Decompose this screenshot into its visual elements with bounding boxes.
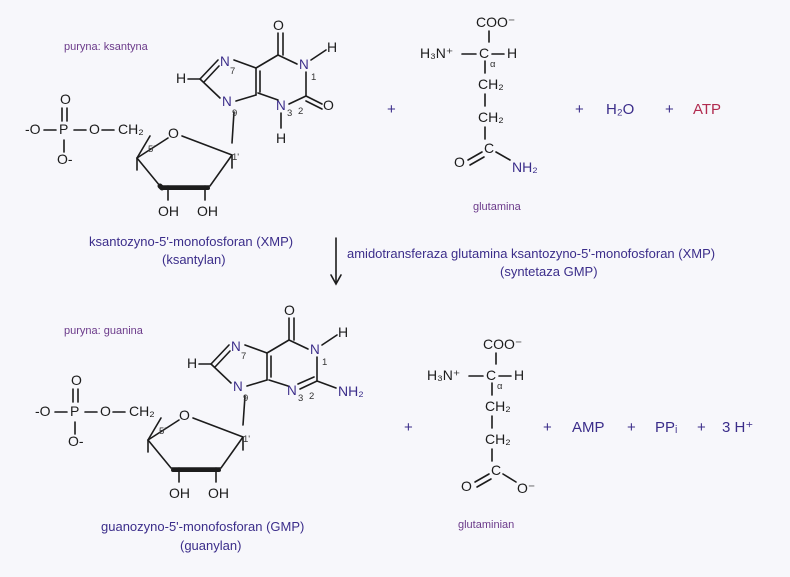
phosphate-o-bridge: O — [89, 121, 100, 137]
gmp-molecule: puryna: guanina O -O P O CH₂ O- O 5' 1' … — [35, 302, 364, 501]
glutamate-alpha-label: α — [497, 381, 503, 392]
glutamate-name: glutaminian — [458, 519, 514, 531]
label-n3-bottom: 3 — [298, 393, 303, 404]
phosphate-o-minus-bottom: O- — [57, 151, 73, 167]
phosphate-o-bridge-bottom: O — [100, 403, 111, 419]
glutamine-nh2: NH₂ — [512, 159, 538, 175]
enzyme-name: amidotransferaza glutamina ksantozyno-5'… — [347, 246, 715, 261]
label-c2-bottom: 2 — [309, 391, 314, 402]
glutamate-coo: COO⁻ — [483, 336, 522, 352]
label-5prime-bottom: 5' — [159, 426, 166, 437]
amp: AMP — [572, 419, 605, 436]
n3-top: N — [276, 98, 286, 113]
plus-bottom-4: + — [697, 419, 706, 436]
glutamine-ch2-beta: CH₂ — [478, 76, 504, 92]
n9-bottom: N — [233, 379, 243, 394]
xmp-trivial-name: (ksantylan) — [162, 252, 226, 267]
n3-bottom: N — [287, 383, 297, 398]
glutamine-molecule: COO⁻ H₃N⁺ C H α CH₂ CH₂ C O NH₂ glutamin… — [420, 14, 538, 213]
ribose-o-bottom: O — [179, 407, 190, 423]
glutamate-ch2-gamma: CH₂ — [485, 431, 511, 447]
protons: 3 H⁺ — [722, 419, 753, 436]
glutamine-c-delta: C — [484, 140, 494, 156]
c2-o-top: O — [323, 97, 334, 113]
c6-o-bottom: O — [284, 302, 295, 318]
n7-bottom: N — [231, 339, 241, 354]
gmp-trivial-name: (guanylan) — [180, 538, 241, 553]
label-n9-bottom: 9 — [243, 393, 248, 404]
plus-bottom-1: + — [404, 419, 413, 436]
gmp-name: guanozyno-5'-monofosforan (GMP) — [101, 519, 304, 534]
purine-label-xanthine: puryna: ksantyna — [64, 41, 149, 53]
xmp-name: ksantozyno-5'-monofosforan (XMP) — [89, 234, 293, 249]
glutamine-o-amide: O — [454, 154, 465, 170]
c8-h-bottom: H — [187, 355, 197, 371]
glutamate-c-delta: C — [491, 462, 501, 478]
plus-top-1: + — [387, 101, 396, 118]
glutamate-molecule: COO⁻ H₃N⁺ C H α CH₂ CH₂ C O O⁻ glutamini… — [427, 336, 535, 531]
ch2-5prime: CH₂ — [118, 121, 144, 137]
phosphate-o-double: O — [60, 91, 71, 107]
c2-nh2-bottom: NH₂ — [338, 383, 364, 399]
ribose-oh-2-bottom: OH — [169, 485, 190, 501]
glutamine-c-alpha: C — [479, 45, 489, 61]
ribose-oh-3-top: OH — [197, 203, 218, 219]
phosphate-o-minus-bottom-2: O- — [68, 433, 84, 449]
label-n9-top: 9 — [232, 108, 237, 119]
phosphate-o-minus-left: -O — [25, 121, 41, 137]
n1-h-bottom: H — [338, 324, 348, 340]
glutamate-o-minus: O⁻ — [517, 480, 535, 496]
phosphate-p: P — [59, 121, 68, 137]
glutamine-alpha-label: α — [490, 59, 496, 70]
ribose-oh-3-bottom: OH — [208, 485, 229, 501]
phosphate-o-double-bottom: O — [71, 372, 82, 388]
phosphate-p-bottom: P — [70, 403, 79, 419]
label-n1-top: 1 — [311, 72, 316, 83]
glutamate-h-alpha: H — [514, 367, 524, 383]
ribose-oh-2-top: OH — [158, 203, 179, 219]
glutamate-ch2-beta: CH₂ — [485, 398, 511, 414]
label-n1-bottom: 1 — [322, 357, 327, 368]
glutamate-h3n: H₃N⁺ — [427, 367, 460, 383]
n9-top: N — [222, 94, 232, 109]
glutamine-name: glutamina — [473, 201, 522, 213]
atp: ATP — [693, 101, 721, 118]
n1-h-top: H — [327, 39, 337, 55]
ribose-o-top: O — [168, 125, 179, 141]
plus-bottom-3: + — [627, 419, 636, 436]
n1-top: N — [299, 57, 309, 72]
ppi: PPᵢ — [655, 419, 677, 436]
label-n3-top: 3 — [287, 108, 292, 119]
c6-o-top: O — [273, 17, 284, 33]
xmp-molecule: puryna: ksantyna O -O P O CH₂ O- O 5' 1'… — [25, 17, 337, 219]
enzyme-alt-name: (syntetaza GMP) — [500, 264, 598, 279]
plus-bottom-2: + — [543, 419, 552, 436]
label-1prime-top: 1' — [232, 152, 239, 163]
water: H₂O — [606, 101, 634, 118]
label-5prime-top: 5' — [148, 144, 155, 155]
n1-bottom: N — [310, 342, 320, 357]
label-n7-bottom: 7 — [241, 351, 246, 362]
c8-h-top: H — [176, 70, 186, 86]
label-1prime-bottom: 1' — [243, 434, 250, 445]
glutamate-o-carbonyl: O — [461, 478, 472, 494]
n7-top: N — [220, 54, 230, 69]
glutamine-coo: COO⁻ — [476, 14, 515, 30]
glutamine-ch2-gamma: CH₂ — [478, 109, 504, 125]
n3-h-top: H — [276, 130, 286, 146]
glutamine-h3n: H₃N⁺ — [420, 45, 453, 61]
label-n7-top: 7 — [230, 66, 235, 77]
plus-top-2: + — [575, 101, 584, 118]
reaction-arrow — [330, 237, 342, 286]
purine-label-guanine: puryna: guanina — [64, 325, 144, 337]
glutamine-h-alpha: H — [507, 45, 517, 61]
glutamate-c-alpha: C — [486, 367, 496, 383]
phosphate-o-minus-left-bottom: -O — [35, 403, 51, 419]
plus-top-3: + — [665, 101, 674, 118]
ch2-5prime-bottom: CH₂ — [129, 403, 155, 419]
label-c2-top: 2 — [298, 106, 303, 117]
